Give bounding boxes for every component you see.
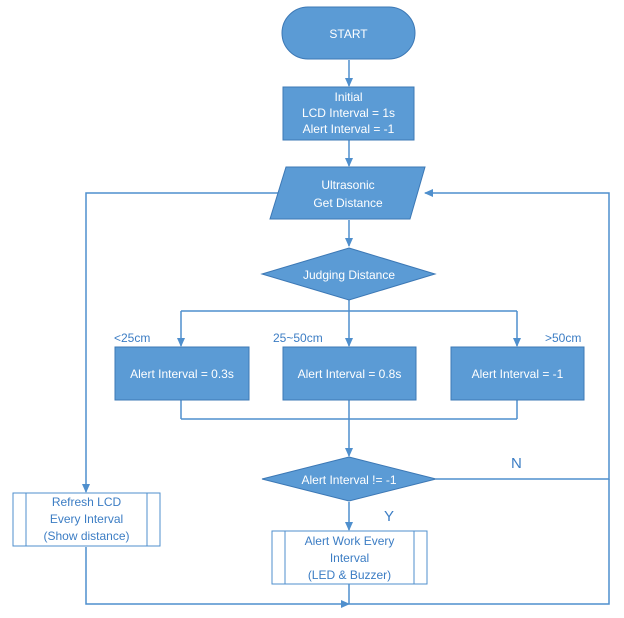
- connector-lcd-to-bottom: [85, 547, 350, 608]
- connector-ultrasonic-to-lcd: [82, 192, 283, 493]
- connectors: [82, 60, 610, 608]
- range-label-2: 25~50cm: [273, 331, 323, 345]
- range-action-1: Alert Interval = 0.3s: [114, 346, 250, 401]
- range-action-3-label: Alert Interval = -1: [472, 367, 564, 381]
- alert-work-process: Alert Work Every Interval (LED & Buzzer): [271, 530, 428, 585]
- connector-bottom-right: [349, 479, 610, 605]
- init-line-3: Alert Interval = -1: [303, 122, 395, 136]
- init-line-2: LCD Interval = 1s: [302, 106, 395, 120]
- ultrasonic-line-1: Ultrasonic: [321, 178, 374, 192]
- judging-label: Judging Distance: [303, 268, 395, 282]
- refresh-lcd-process: Refresh LCD Every Interval (Show distanc…: [12, 492, 161, 547]
- decision-yes-label: Y: [384, 508, 394, 525]
- range-action-2: Alert Interval = 0.8s: [282, 346, 417, 401]
- refresh-lcd-line-3: (Show distance): [43, 529, 129, 543]
- alert-decision: Alert Interval != -1: [261, 456, 437, 502]
- alert-work-line-3: (LED & Buzzer): [308, 568, 391, 582]
- start-terminator: START: [281, 6, 416, 60]
- alert-decision-label: Alert Interval != -1: [301, 473, 396, 487]
- alert-work-line-1: Alert Work Every: [305, 534, 395, 548]
- connector-decision-no-loop: [424, 189, 610, 480]
- range-action-3: Alert Interval = -1: [450, 346, 585, 401]
- range-label-3: >50cm: [545, 331, 581, 345]
- range-action-1-label: Alert Interval = 0.3s: [130, 367, 234, 381]
- start-label: START: [329, 27, 368, 41]
- init-process: Initial LCD Interval = 1s Alert Interval…: [282, 86, 415, 141]
- judging-decision: Judging Distance: [260, 247, 437, 301]
- range-action-2-label: Alert Interval = 0.8s: [298, 367, 402, 381]
- ultrasonic-line-2: Get Distance: [313, 196, 383, 210]
- alert-work-line-2: Interval: [330, 551, 369, 565]
- refresh-lcd-line-2: Every Interval: [50, 512, 123, 526]
- range-label-1: <25cm: [114, 331, 150, 345]
- decision-no-label: N: [511, 455, 522, 472]
- ultrasonic-input: Ultrasonic Get Distance: [269, 166, 426, 220]
- refresh-lcd-line-1: Refresh LCD: [52, 495, 122, 509]
- init-line-1: Initial: [334, 90, 362, 104]
